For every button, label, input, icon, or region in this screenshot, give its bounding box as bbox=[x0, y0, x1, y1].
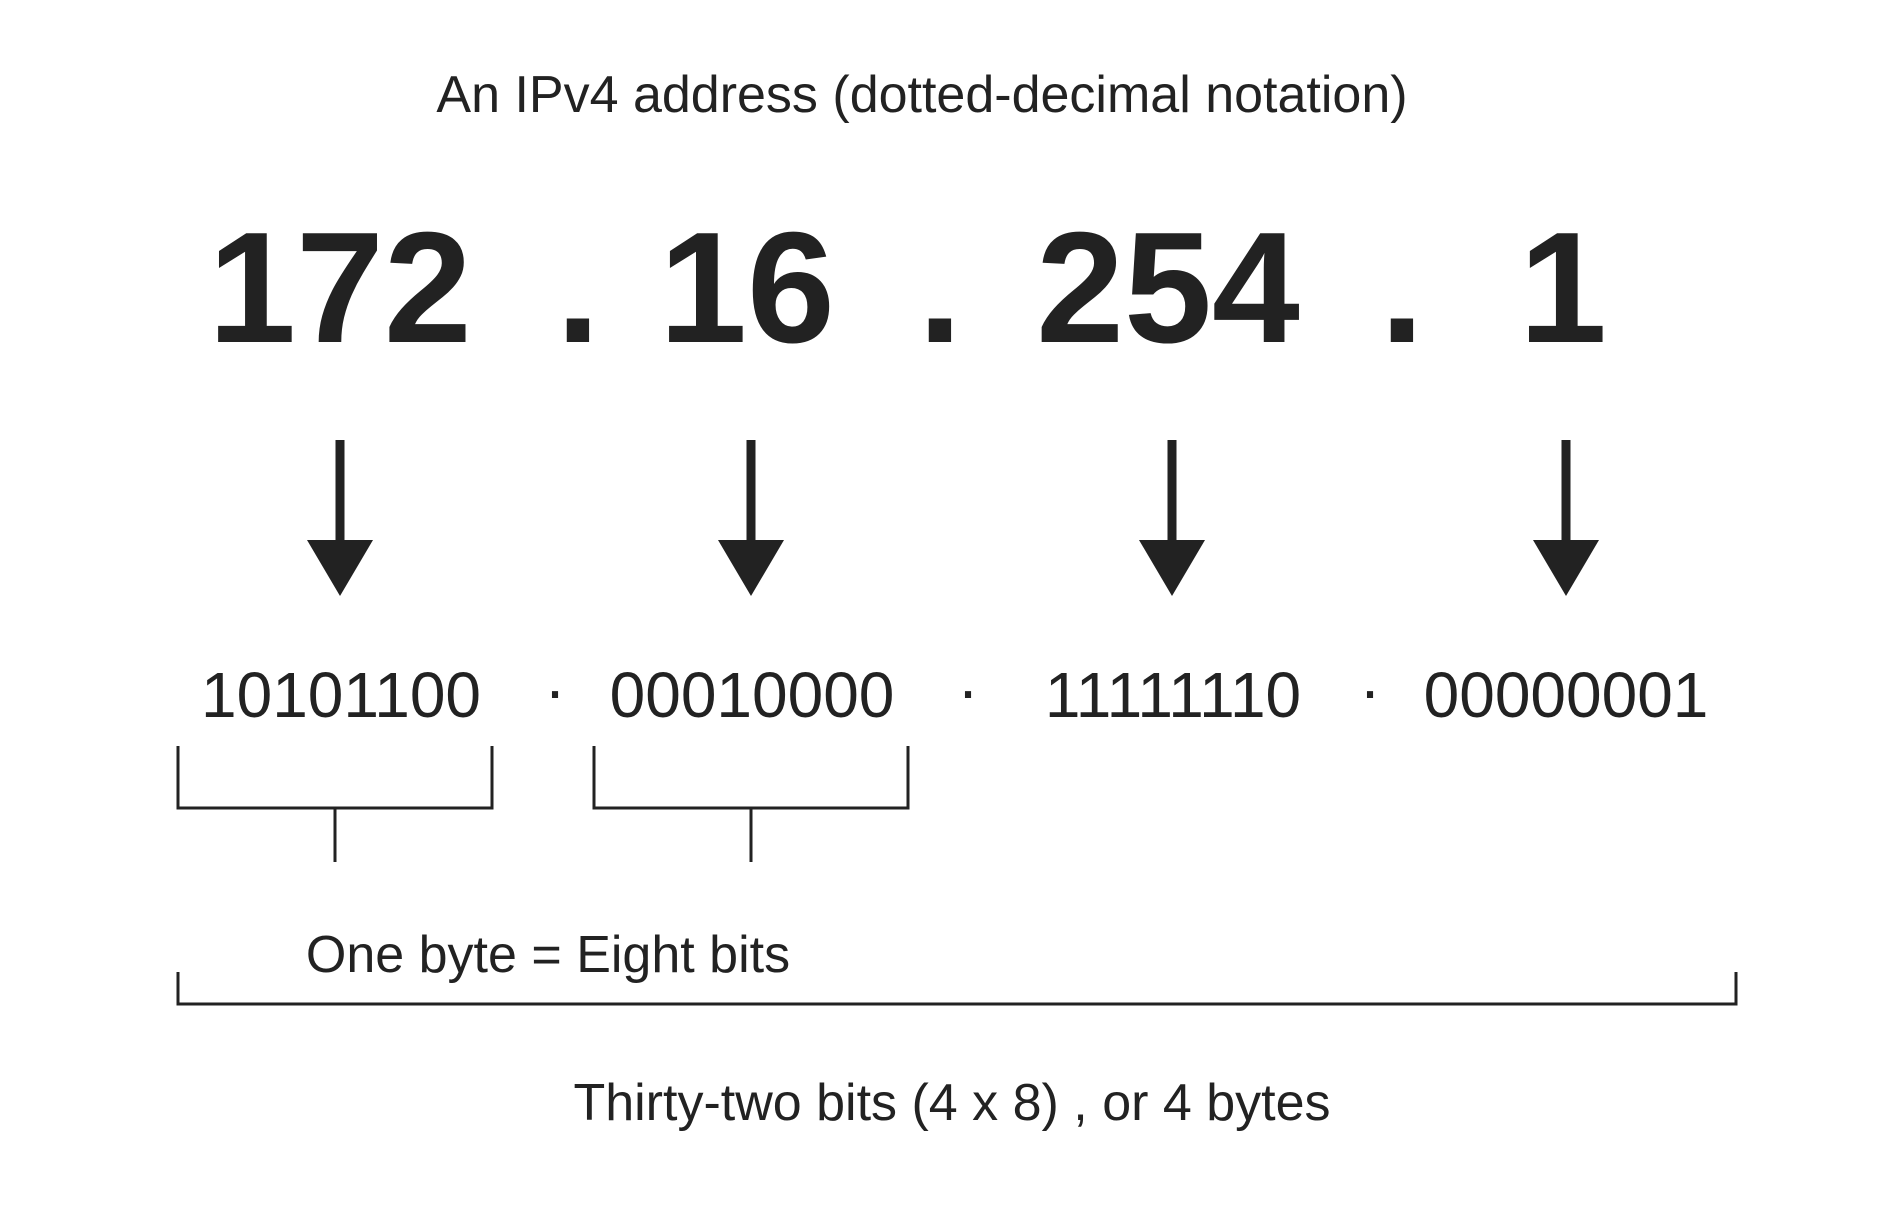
binary-dot-3: · bbox=[1359, 654, 1380, 726]
byte-bracket bbox=[592, 746, 910, 862]
arrow-down-icon bbox=[718, 440, 784, 596]
byte-bracket bbox=[176, 746, 494, 862]
octet-dot-3: . bbox=[1380, 200, 1424, 376]
octet-dot-2: . bbox=[918, 200, 962, 376]
byte-caption: One byte = Eight bits bbox=[306, 926, 790, 984]
binary-octet-4: 00000001 bbox=[1424, 659, 1709, 731]
binary-octet-3: 11111110 bbox=[1045, 659, 1301, 731]
binary-dot-1: · bbox=[544, 654, 565, 726]
octet-1: 172 bbox=[208, 200, 472, 376]
binary-octet-2: 00010000 bbox=[610, 659, 895, 731]
diagram-title: An IPv4 address (dotted-decimal notation… bbox=[436, 66, 1407, 124]
binary-octet-1: 10101100 bbox=[201, 659, 481, 731]
arrow-down-icon bbox=[1139, 440, 1205, 596]
binary-dot-2: · bbox=[957, 654, 978, 726]
total-bits-bracket bbox=[176, 972, 1738, 1006]
total-bits-caption: Thirty-two bits (4 x 8) , or 4 bytes bbox=[573, 1074, 1330, 1132]
arrow-down-icon bbox=[1533, 440, 1599, 596]
octet-3: 254 bbox=[1036, 200, 1300, 376]
octet-2: 16 bbox=[659, 200, 835, 376]
octet-4: 1 bbox=[1519, 200, 1607, 376]
octet-dot-1: . bbox=[556, 200, 600, 376]
arrow-down-icon bbox=[307, 440, 373, 596]
